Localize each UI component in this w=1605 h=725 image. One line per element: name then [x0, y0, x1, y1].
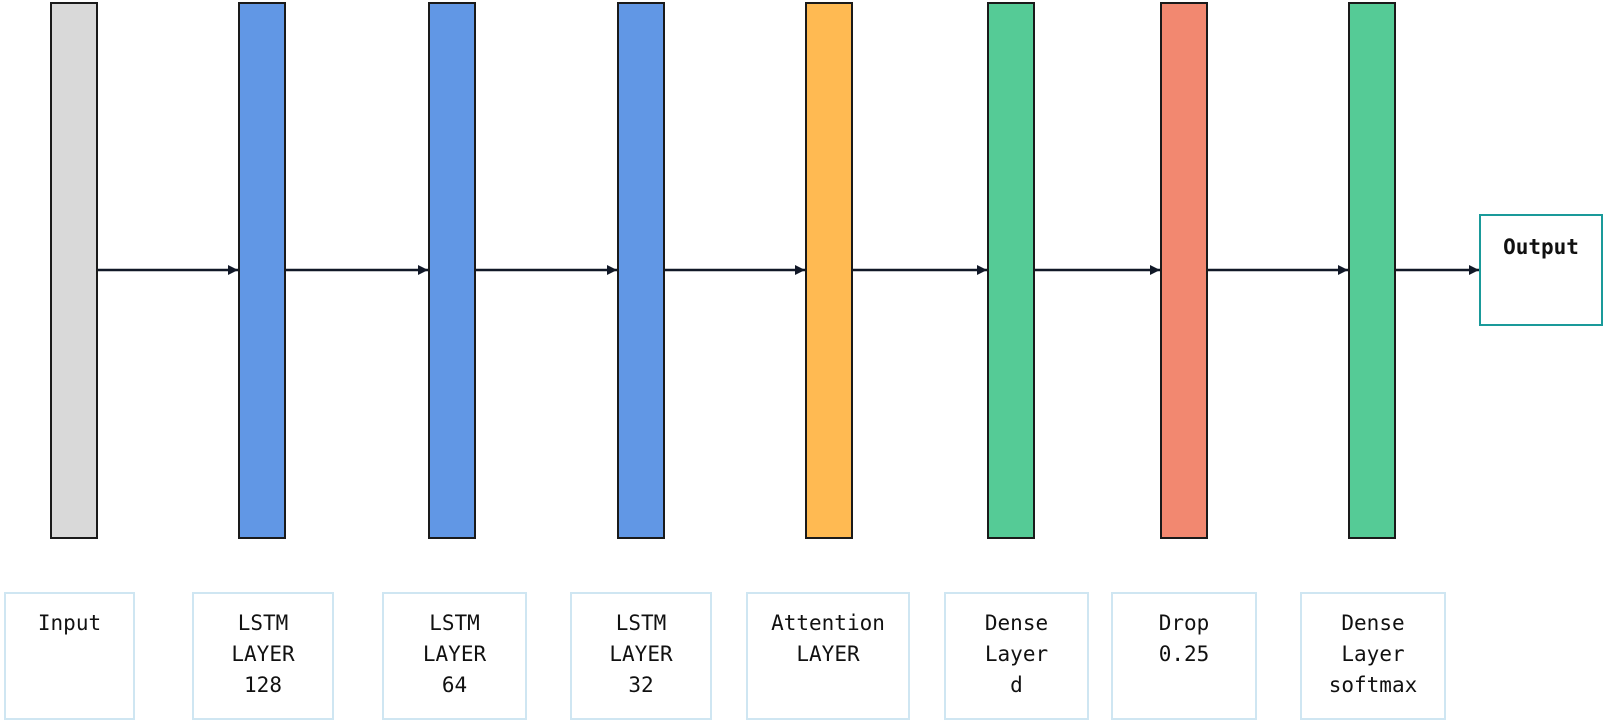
layer-label-line: 32 — [628, 673, 654, 697]
layer-bar-lstm-32 — [617, 2, 665, 539]
layer-bar-dense-softmax — [1348, 2, 1396, 539]
output-node: Output — [1479, 214, 1603, 326]
layer-bar-lstm-64 — [428, 2, 476, 539]
layer-bars — [50, 2, 1396, 539]
layer-label-line: Input — [37, 611, 102, 635]
layer-label-line: Drop — [1158, 611, 1210, 635]
layer-label-line: Layer — [984, 642, 1049, 666]
layer-label-lstm-64: LSTM LAYER 64 — [382, 592, 527, 720]
layer-bar-attention — [805, 2, 853, 539]
layer-label-line: Dense — [984, 611, 1049, 635]
layer-label-line: softmax — [1328, 673, 1418, 697]
layer-bar-input — [50, 2, 98, 539]
layer-label-line: Attention — [771, 611, 885, 635]
layer-label-lstm-128: LSTM LAYER 128 — [192, 592, 334, 720]
layer-label-line: 0.25 — [1158, 642, 1210, 666]
layer-label-line: LAYER — [422, 642, 487, 666]
layer-label-lstm-32: LSTM LAYER 32 — [570, 592, 712, 720]
layer-label-dropout: Drop 0.25 — [1111, 592, 1257, 720]
layer-label-input: Input — [4, 592, 135, 720]
layer-label-line: 128 — [244, 673, 282, 697]
layer-label-line: LAYER — [796, 642, 860, 666]
layer-label-line: Layer — [1341, 642, 1405, 666]
output-box — [1479, 214, 1603, 326]
layer-label-line: LSTM — [237, 611, 289, 635]
layer-label-line: LAYER — [231, 642, 295, 666]
layer-bar-dense-d — [987, 2, 1035, 539]
layer-label-line: 64 — [441, 673, 468, 697]
layer-label-line: Dense — [1341, 611, 1405, 635]
layer-label-line: LSTM — [429, 611, 480, 635]
layer-bar-dropout — [1160, 2, 1208, 539]
layer-label-line: d — [1010, 673, 1023, 697]
layer-label-line: LSTM — [615, 611, 667, 635]
layer-bar-lstm-128 — [238, 2, 286, 539]
layer-label-line: LAYER — [609, 642, 673, 666]
output-label: Output — [1503, 235, 1579, 259]
